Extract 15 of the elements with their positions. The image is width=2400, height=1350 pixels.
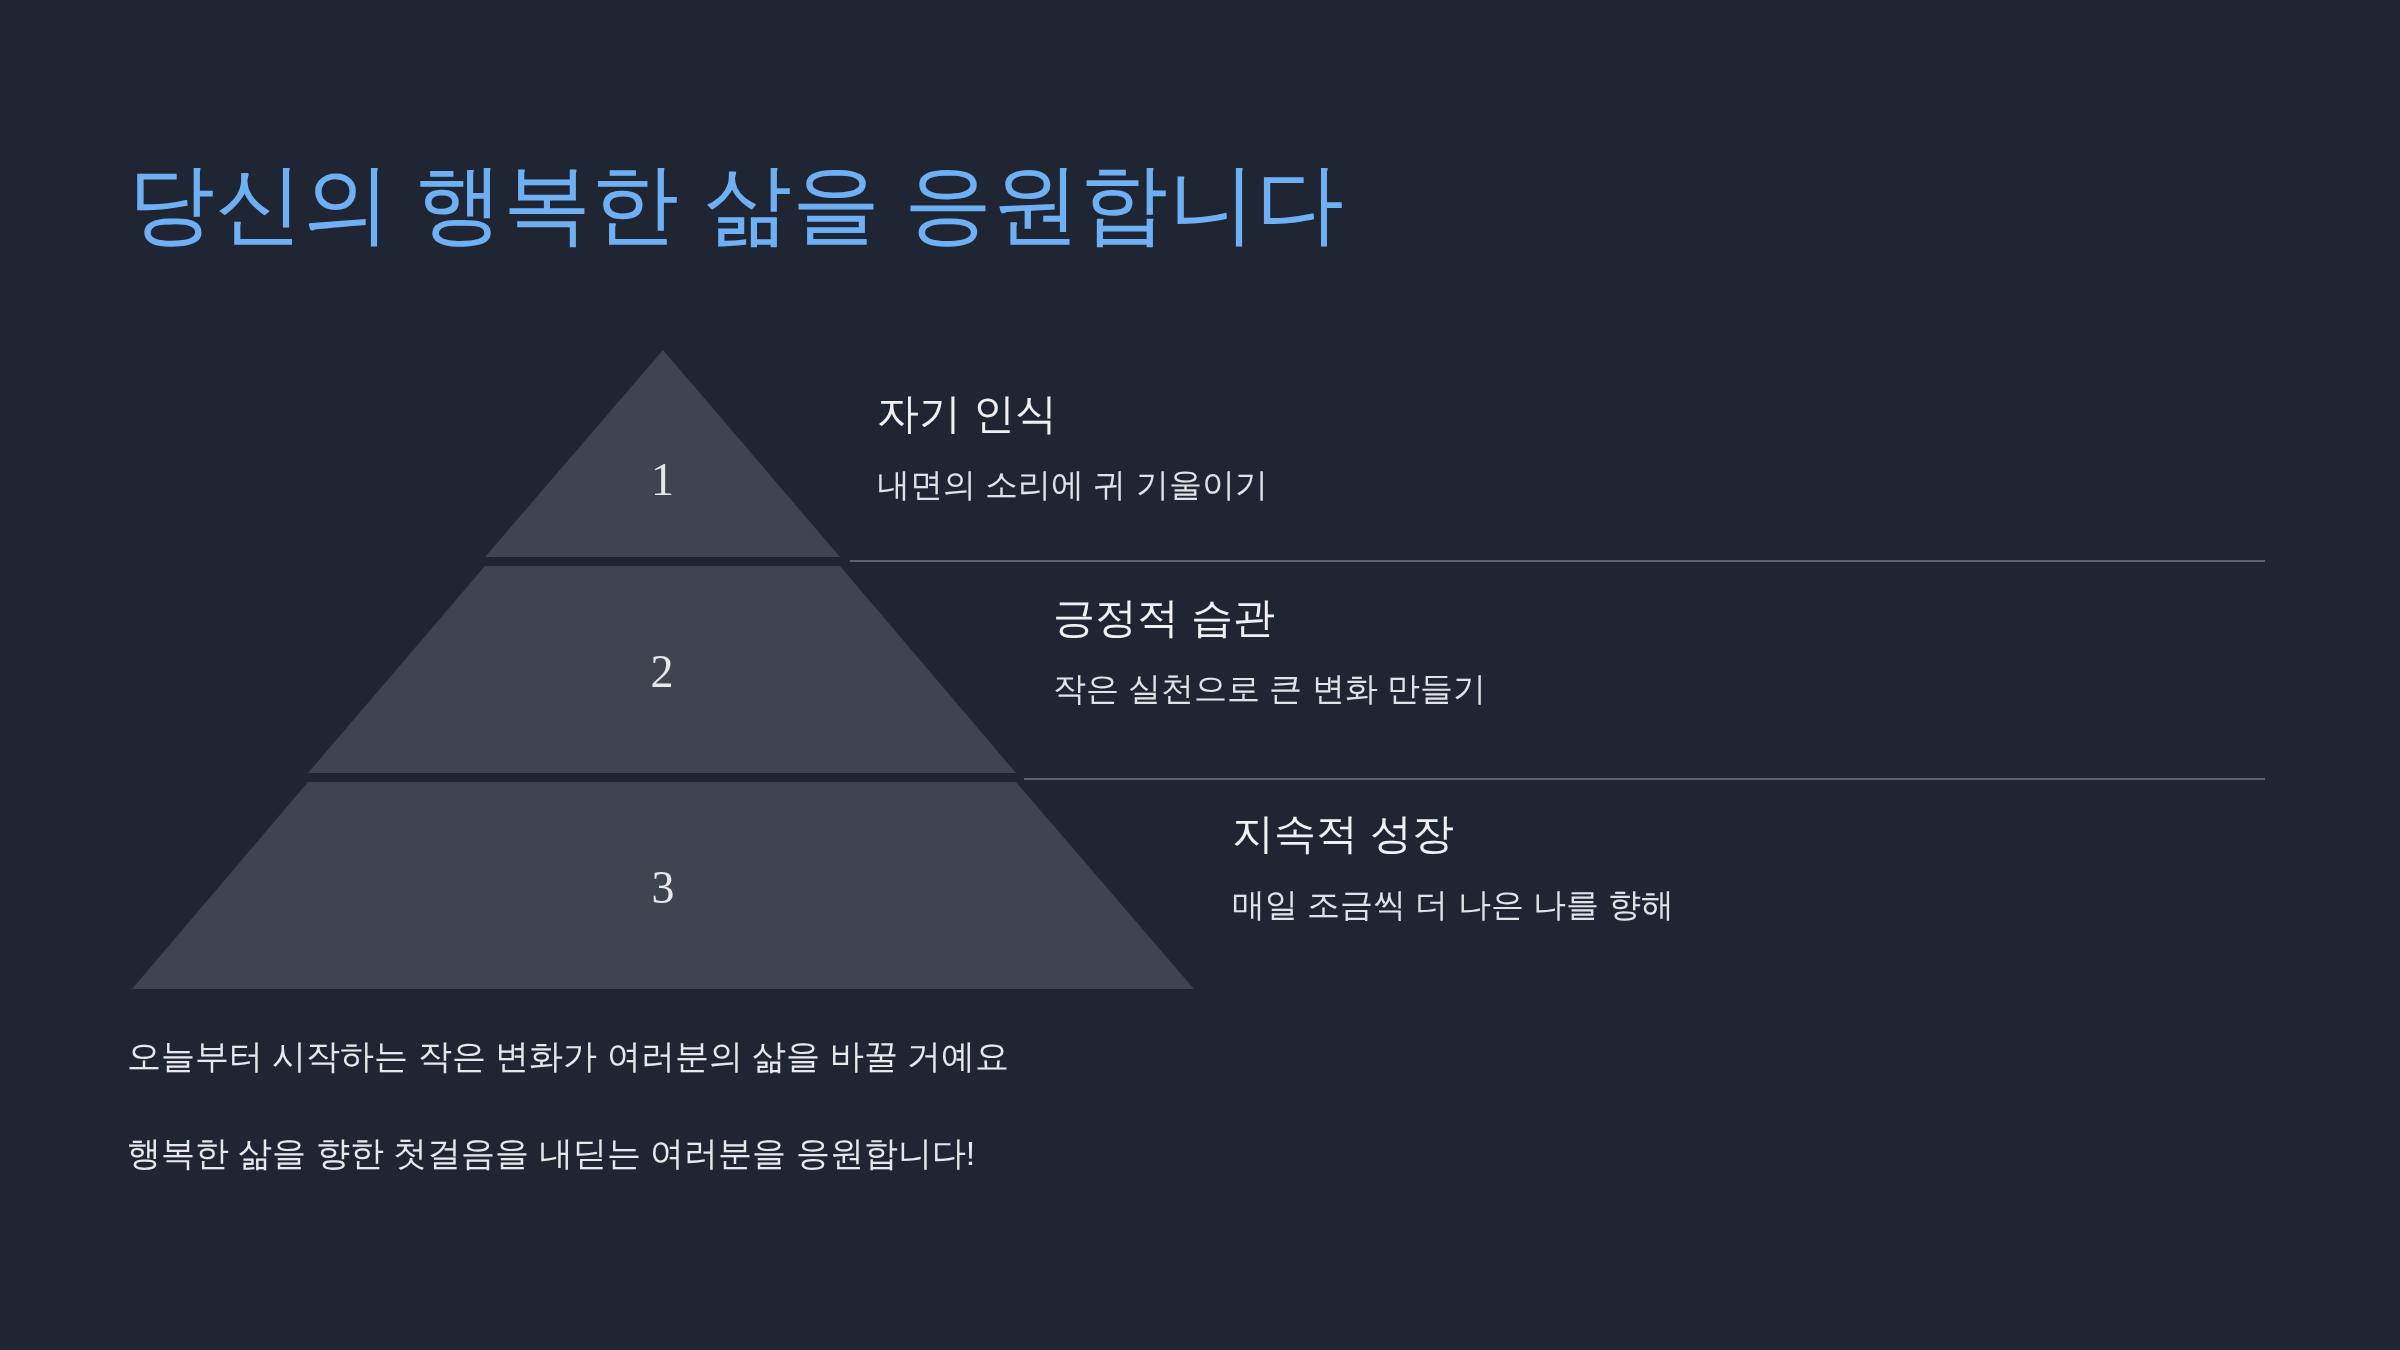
note-text: 행복한 삶을 향한 첫걸음을 내딛는 여러분을 응원합니다! [127,1133,976,1174]
tier-heading: 지속적 성장 [1232,809,1454,859]
tier-number: 1 [651,457,674,503]
tier-description: 매일 조금씩 더 나은 나를 향해 [1232,885,1674,925]
title: 당신의 행복한 삶을 응원합니다 [127,160,1345,248]
note-text: 오늘부터 시작하는 작은 변화가 여러분의 삶을 바꿀 거예요 [127,1036,1010,1077]
tier-number: 3 [651,865,675,911]
tier-heading: 긍정적 습관 [1053,593,1275,643]
tier-description: 내면의 소리에 귀 기울이기 [877,465,1268,505]
tier-description: 작은 실천으로 큰 변화 만들기 [1053,669,1486,709]
pyramid-tier [485,350,840,557]
pyramid-tier [132,782,1194,989]
pyramid-tier [308,566,1016,773]
tier-heading: 자기 인식 [877,389,1057,439]
tier-number: 2 [650,649,674,695]
